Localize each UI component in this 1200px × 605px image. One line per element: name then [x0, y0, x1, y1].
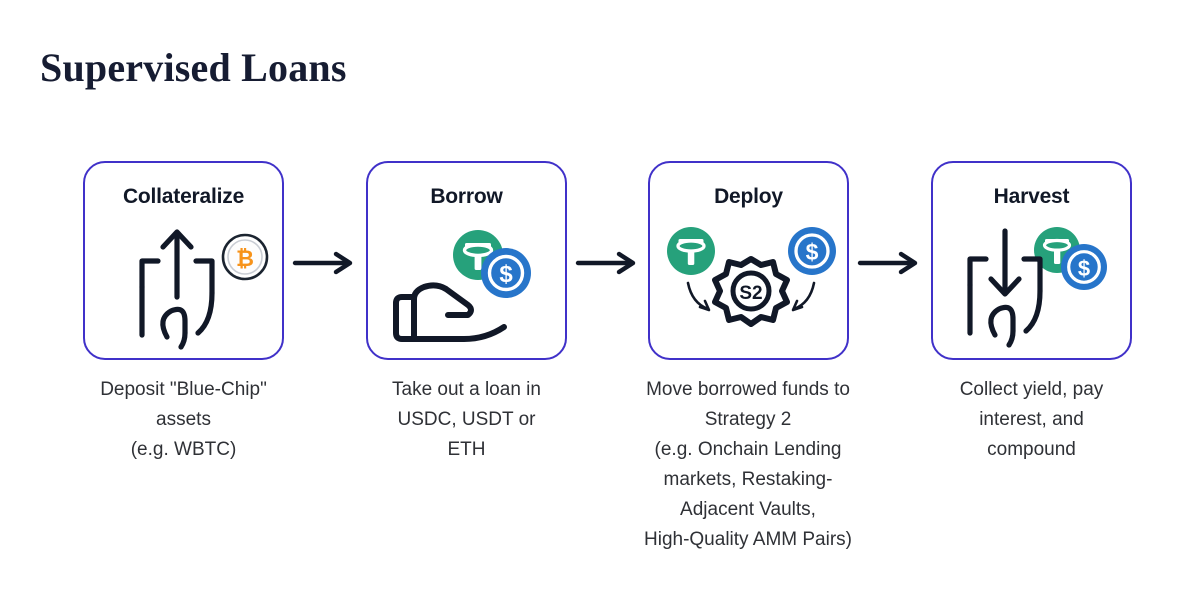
step-caption: Collect yield, pay interest, and compoun… — [959, 379, 1104, 460]
step-caption: Deposit "Blue-Chip" assets (e.g. WBTC) — [100, 379, 267, 460]
step-caption: Move borrowed funds to Strategy 2 (e.g. … — [644, 379, 852, 550]
svg-text:₿: ₿ — [236, 246, 254, 271]
borrow-artwork: $ — [393, 230, 531, 342]
open-hand-icon — [393, 282, 507, 342]
svg-text:$: $ — [1078, 256, 1090, 281]
gear-label: S2 — [739, 283, 762, 304]
harvest-artwork: $ — [967, 227, 1107, 348]
arrow-collateralize-to-borrow — [292, 251, 353, 275]
usdt-coin-icon — [667, 227, 715, 275]
step-title: Deploy — [714, 185, 783, 208]
step-card[interactable]: Collateralize ₿ — [83, 161, 284, 360]
collateralize-artwork: ₿ — [139, 229, 269, 350]
curved-arrow-icon — [791, 281, 816, 312]
svg-text:$: $ — [806, 239, 819, 265]
usdc-coin-icon: $ — [788, 227, 836, 275]
page-title: Supervised Loans — [40, 45, 347, 90]
usdc-coin-icon: $ — [481, 248, 531, 298]
step-deploy[interactable]: Deploy $ — [644, 161, 852, 550]
step-title: Borrow — [430, 185, 503, 208]
bitcoin-coin-icon: ₿ — [221, 233, 269, 281]
swipe-up-hand-icon — [139, 229, 215, 350]
arrow-deploy-to-harvest — [857, 251, 918, 275]
curved-arrow-icon — [686, 281, 711, 312]
step-caption: Take out a loan in USDC, USDT or ETH — [392, 379, 541, 460]
gear-icon: S2 — [712, 256, 790, 327]
step-card[interactable]: Deploy $ — [648, 161, 849, 360]
step-title: Harvest — [993, 185, 1070, 208]
step-collateralize[interactable]: Collateralize ₿ — [83, 161, 284, 460]
step-title: Collateralize — [122, 185, 245, 208]
arrow-borrow-to-deploy — [575, 251, 636, 275]
deploy-artwork: $ S2 — [667, 227, 836, 327]
step-card[interactable]: Harvest $ — [931, 161, 1132, 360]
step-card[interactable]: Borrow $ — [366, 161, 567, 360]
swipe-down-hand-icon — [967, 228, 1043, 348]
svg-text:$: $ — [499, 261, 513, 288]
step-borrow[interactable]: Borrow $ — [366, 161, 567, 460]
step-harvest[interactable]: Harvest $ — [931, 161, 1132, 460]
usdc-coin-icon: $ — [1061, 244, 1107, 290]
